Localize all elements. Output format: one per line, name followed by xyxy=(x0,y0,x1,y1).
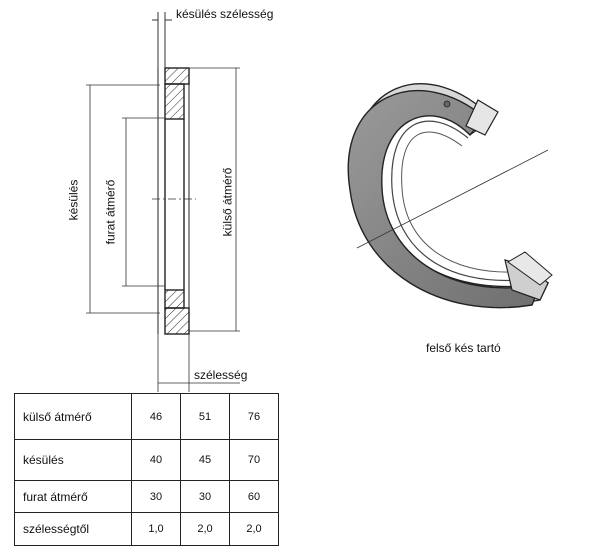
table-cell: 60 xyxy=(229,480,279,513)
table-cell: 46 xyxy=(131,393,181,440)
table-row: szélességtől 1,0 2,0 2,0 xyxy=(14,512,279,546)
width-label: szélesség xyxy=(194,368,248,382)
row-header: szélességtől xyxy=(14,512,132,546)
row-header: késülés xyxy=(14,439,132,481)
table-cell: 40 xyxy=(131,439,181,481)
bore-diameter-label: furat átmérő xyxy=(103,179,118,245)
table-cell: 30 xyxy=(180,480,230,513)
table-cell: 2,0 xyxy=(180,512,230,546)
table-cell: 51 xyxy=(180,393,230,440)
table-cell: 2,0 xyxy=(229,512,279,546)
table-row: külső átmérő 46 51 76 xyxy=(14,393,279,440)
table-cell: 30 xyxy=(131,480,181,513)
table-cell: 76 xyxy=(229,393,279,440)
table-cell: 45 xyxy=(180,439,230,481)
outer-diameter-label: külső átmérő xyxy=(220,167,235,237)
upper-blade-holder-caption: felső kés tartó xyxy=(426,341,501,355)
blade-width-label: késülés szélesség xyxy=(176,7,274,21)
blade-seat-label: késülés xyxy=(66,179,81,221)
table-row: késülés 40 45 70 xyxy=(14,439,279,481)
table-cell: 1,0 xyxy=(131,512,181,546)
spec-table: külső átmérő 46 51 76 késülés 40 45 70 f… xyxy=(14,393,279,546)
row-header: furat átmérő xyxy=(14,480,132,513)
row-header: külső átmérő xyxy=(14,393,132,440)
table-cell: 70 xyxy=(229,439,279,481)
table-row: furat átmérő 30 30 60 xyxy=(14,480,279,513)
